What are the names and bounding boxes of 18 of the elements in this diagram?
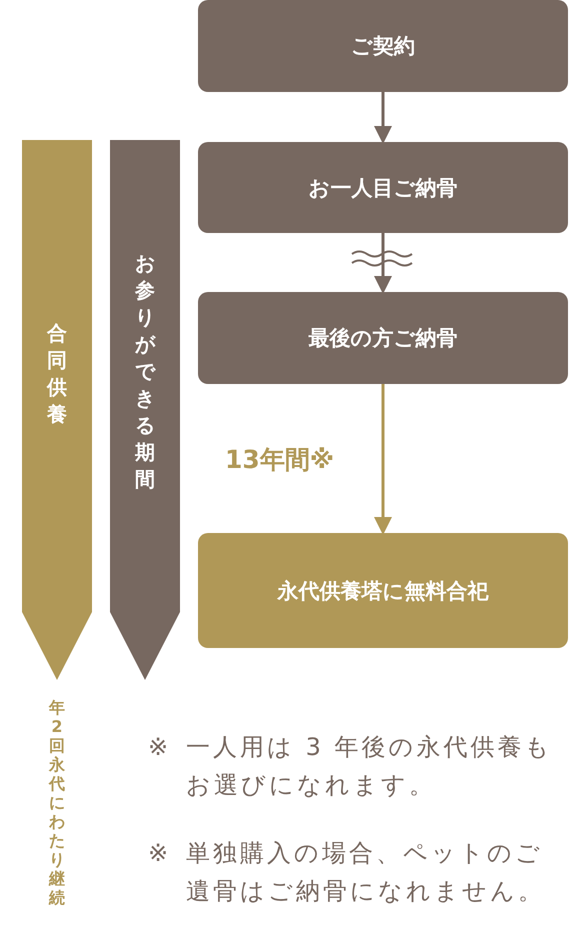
arrow [374, 233, 392, 294]
process-box [198, 292, 568, 384]
band-label: 合同供養 [46, 320, 68, 428]
note-marker: ※ [148, 732, 172, 763]
note-marker: ※ [148, 838, 172, 869]
process-box [198, 533, 568, 648]
arrow [374, 92, 392, 144]
box-label: ご契約 [351, 33, 415, 60]
band-label: お参りができる期間 [134, 250, 156, 493]
box-label: お一人目ご納骨 [308, 174, 458, 202]
arrow [374, 384, 392, 535]
band-note: 年2回永代にわたり継続 [48, 698, 66, 907]
box-label: 永代供養塔に無料合祀 [278, 578, 488, 604]
process-box [198, 0, 568, 92]
box-label: 最後の方ご納骨 [308, 325, 458, 352]
process-box [198, 142, 568, 233]
note-text: 一人用は 3 年後の永代供養もお選びになれます。 [186, 732, 554, 801]
note-text: 単独購入の場合、ペットのご遺骨はご納骨になれません。 [186, 838, 546, 907]
